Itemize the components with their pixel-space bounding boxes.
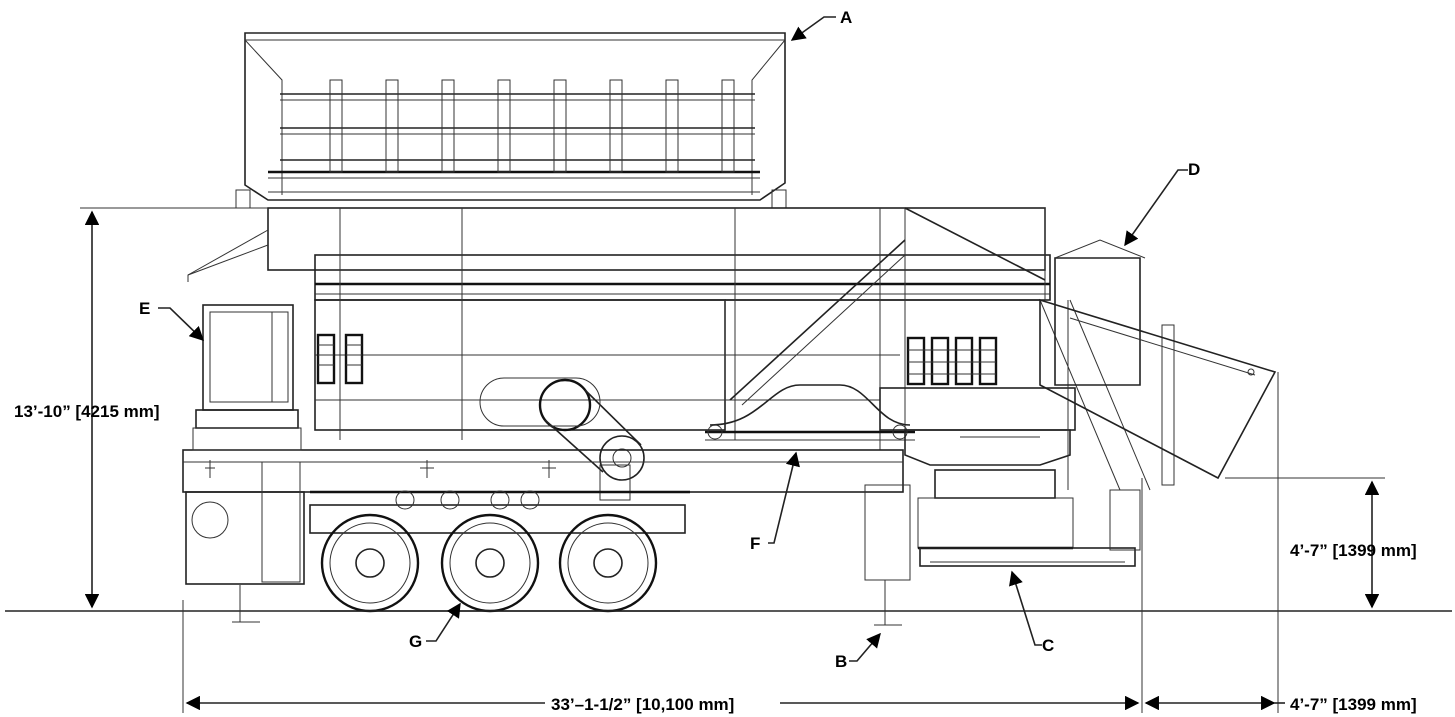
springs-right [906, 336, 998, 386]
wheel [440, 513, 540, 613]
wheels [320, 513, 680, 613]
rear-feed-hopper [1039, 239, 1277, 480]
callout-f: F [750, 534, 760, 553]
wheel [320, 513, 420, 613]
chassis-frame [182, 449, 904, 534]
top-hopper [235, 32, 787, 209]
rear-frame [879, 299, 1175, 491]
lower-discharge-hopper [864, 469, 1141, 626]
hopper-ribs [329, 79, 735, 173]
callout-c: C [1042, 636, 1054, 655]
dimension-lines [80, 207, 1385, 713]
screen-body [187, 207, 1051, 450]
springs-left [316, 333, 364, 385]
height-discharge-dimension: 4’-7” [1399 mm] [1290, 541, 1417, 560]
length-overhang-dimension: 4’-7” [1399 mm] [1290, 695, 1417, 714]
front-tank [185, 461, 305, 623]
wheel [558, 513, 658, 613]
callout-d: D [1188, 160, 1200, 179]
callout-e: E [139, 299, 150, 318]
height-total-dimension: 13’-10” [4215 mm] [14, 402, 160, 421]
drive-pulley-assembly [479, 377, 645, 501]
callout-g: G [409, 632, 422, 651]
callout-b: B [835, 652, 847, 671]
conveyor-section [705, 384, 915, 441]
engine-radiator [192, 304, 302, 451]
length-overall-dimension: 33’–1-1/2” [10,100 mm] [551, 695, 734, 714]
callout-leaders [158, 16, 1188, 662]
callout-a: A [840, 8, 852, 27]
